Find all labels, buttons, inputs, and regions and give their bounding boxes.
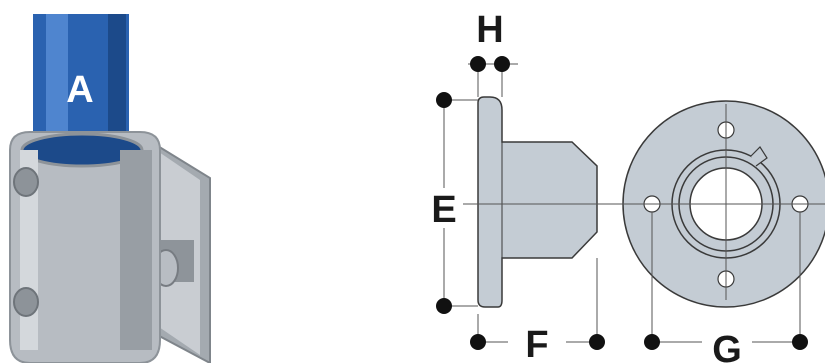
dim-dot — [644, 334, 660, 350]
dim-dot — [470, 334, 486, 350]
technical-diagram: H E F G — [425, 9, 825, 363]
label-h: H — [476, 9, 503, 51]
dimension-f: F — [470, 258, 605, 363]
dim-dot — [494, 56, 510, 72]
dim-dot — [792, 334, 808, 350]
label-f: F — [525, 324, 548, 363]
label-g: G — [712, 329, 742, 363]
dim-dot — [436, 92, 452, 108]
center-lines — [455, 104, 825, 300]
dim-dot — [589, 334, 605, 350]
dimension-e: E — [425, 92, 478, 314]
fitting-collar — [9, 131, 161, 363]
label-e: E — [431, 189, 456, 231]
dim-dot — [436, 298, 452, 314]
dimension-g: G — [644, 212, 808, 363]
side-view — [477, 96, 598, 308]
wall-plate — [147, 138, 211, 363]
dim-dot — [470, 56, 486, 72]
product-photo: A — [9, 14, 211, 363]
tube-label-a: A — [66, 69, 93, 111]
dimension-h: H — [468, 9, 518, 97]
